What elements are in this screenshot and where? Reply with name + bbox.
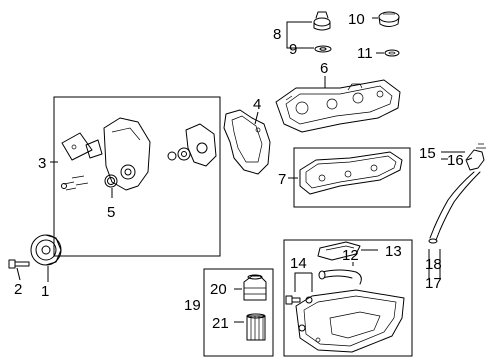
callout-16: 16	[447, 152, 464, 169]
callout-8: 8	[273, 26, 281, 43]
callout-20: 20	[210, 281, 227, 298]
callout-5: 5	[107, 204, 115, 221]
callout-18: 18	[425, 256, 442, 273]
callout-3: 3	[38, 155, 46, 172]
oil-filler-cap[interactable]	[313, 11, 331, 31]
timing-cover-group-box	[53, 96, 221, 257]
oil-pickup-tube[interactable]	[318, 269, 362, 285]
callout-11: 11	[357, 45, 373, 62]
callout-7: 7	[278, 171, 286, 188]
oil-pan-group-box	[283, 239, 413, 357]
callout-2: 2	[14, 281, 22, 298]
oil-filter-group-box	[203, 268, 274, 357]
callout-10: 10	[348, 11, 365, 28]
dipstick-tube[interactable]	[428, 171, 481, 244]
seal-11[interactable]	[384, 49, 400, 57]
gasket-group-box	[293, 147, 411, 208]
callout-1: 1	[41, 283, 49, 300]
oil-cap-10[interactable]	[378, 11, 400, 27]
callout-6: 6	[320, 60, 328, 77]
oil-filter-element[interactable]	[246, 313, 266, 341]
callout-13: 13	[385, 243, 402, 260]
valve-cover[interactable]	[275, 79, 401, 133]
oil-filter-housing-cap[interactable]	[243, 274, 267, 301]
crankshaft-pulley[interactable]	[30, 234, 62, 266]
callout-9: 9	[289, 41, 297, 58]
pulley-bolt[interactable]	[8, 259, 30, 269]
front-seal[interactable]	[104, 174, 118, 188]
oil-pan-baffle[interactable]	[317, 241, 361, 261]
pan-bolt-and-washer[interactable]	[285, 295, 313, 305]
callout-19: 19	[184, 297, 201, 314]
callout-4: 4	[253, 96, 261, 113]
callout-12: 12	[342, 247, 359, 264]
callout-14: 14	[290, 255, 307, 272]
valve-cover-gasket[interactable]	[299, 151, 403, 195]
timing-cover[interactable]	[61, 117, 217, 191]
callout-15: 15	[419, 145, 436, 162]
dipstick-handle[interactable]	[465, 143, 486, 171]
callout-17: 17	[425, 275, 442, 292]
filler-cap-seal[interactable]	[314, 45, 332, 53]
oil-pan[interactable]	[295, 289, 405, 353]
timing-cover-gasket[interactable]	[223, 109, 271, 175]
callout-21: 21	[212, 315, 229, 332]
